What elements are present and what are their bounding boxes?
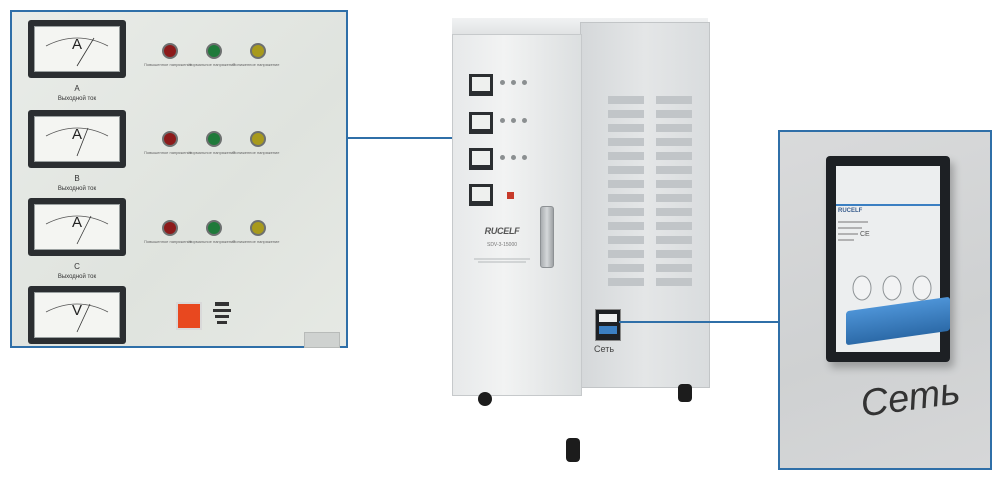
control-panel-closeup: A A Выходной ток A B Выходной ток A C Вы… xyxy=(10,10,348,348)
low-voltage-lamp-icon xyxy=(250,131,266,147)
ground-symbol-icon xyxy=(212,300,232,328)
voltmeter: V xyxy=(28,286,126,344)
meter-unit: A xyxy=(71,214,82,231)
vent-grille-right xyxy=(656,96,692,286)
caster-wheel xyxy=(678,384,692,402)
lamp-caption: Повышенное напряжение xyxy=(143,150,193,155)
ammeter-phase-c: A xyxy=(28,198,126,256)
lamp-caption: Повышенное напряжение xyxy=(143,239,193,244)
phase-c-label: C Выходной ток xyxy=(57,262,97,280)
lamp-caption: Пониженное напряжение xyxy=(232,150,280,155)
label-plate xyxy=(304,332,340,348)
cabinet-meter xyxy=(469,112,493,134)
lamp-caption: Нормальное напряжение xyxy=(188,239,236,244)
meter-unit: A xyxy=(71,36,82,53)
svg-text:CE: CE xyxy=(860,231,870,238)
brand-logo: RUCELF xyxy=(484,226,520,236)
cabinet-switch[interactable] xyxy=(507,192,514,199)
low-voltage-lamp-icon xyxy=(250,220,266,236)
phase-b-label: B Выходной ток xyxy=(57,174,97,192)
callout-line-right xyxy=(619,321,778,323)
ammeter-phase-a: A xyxy=(28,20,126,78)
phase-a-label: A Выходной ток xyxy=(57,84,97,102)
vent-grille-left xyxy=(608,96,644,286)
normal-voltage-lamp-icon xyxy=(206,131,222,147)
network-label: Сеть xyxy=(594,344,615,354)
breaker-window xyxy=(595,309,621,341)
high-voltage-lamp-icon xyxy=(162,131,178,147)
lamp-caption: Пониженное напряжение xyxy=(232,239,280,244)
breaker-marking: CE xyxy=(838,218,898,258)
cabinet-meter xyxy=(469,184,493,206)
lamp-caption: Пониженное напряжение xyxy=(232,62,280,67)
meter-unit: V xyxy=(71,302,82,319)
network-caption: Сеть xyxy=(858,370,963,426)
door-handle[interactable] xyxy=(540,206,554,268)
callout-line-left xyxy=(348,137,470,139)
cabinet-meter xyxy=(469,148,493,170)
low-voltage-lamp-icon xyxy=(250,43,266,59)
cabinet-meter xyxy=(469,74,493,96)
high-voltage-lamp-icon xyxy=(162,43,178,59)
meter-unit: A xyxy=(71,126,82,143)
breaker-toggles[interactable] xyxy=(844,274,940,308)
info-lines xyxy=(470,252,534,263)
power-switch[interactable] xyxy=(176,302,202,330)
caster-wheel xyxy=(478,392,492,406)
high-voltage-lamp-icon xyxy=(162,220,178,236)
lamp-caption: Нормальное напряжение xyxy=(188,62,236,67)
normal-voltage-lamp-icon xyxy=(206,220,222,236)
ammeter-phase-b: A xyxy=(28,110,126,168)
caster-wheel xyxy=(566,438,580,462)
lamp-caption: Нормальное напряжение xyxy=(188,150,236,155)
normal-voltage-lamp-icon xyxy=(206,43,222,59)
model-label: SDV-3-15000 xyxy=(486,242,518,248)
breaker-brand: RUCELF xyxy=(838,208,863,214)
breaker-closeup: RUCELF CE Сеть xyxy=(778,130,992,470)
lamp-caption: Повышенное напряжение xyxy=(143,62,193,67)
